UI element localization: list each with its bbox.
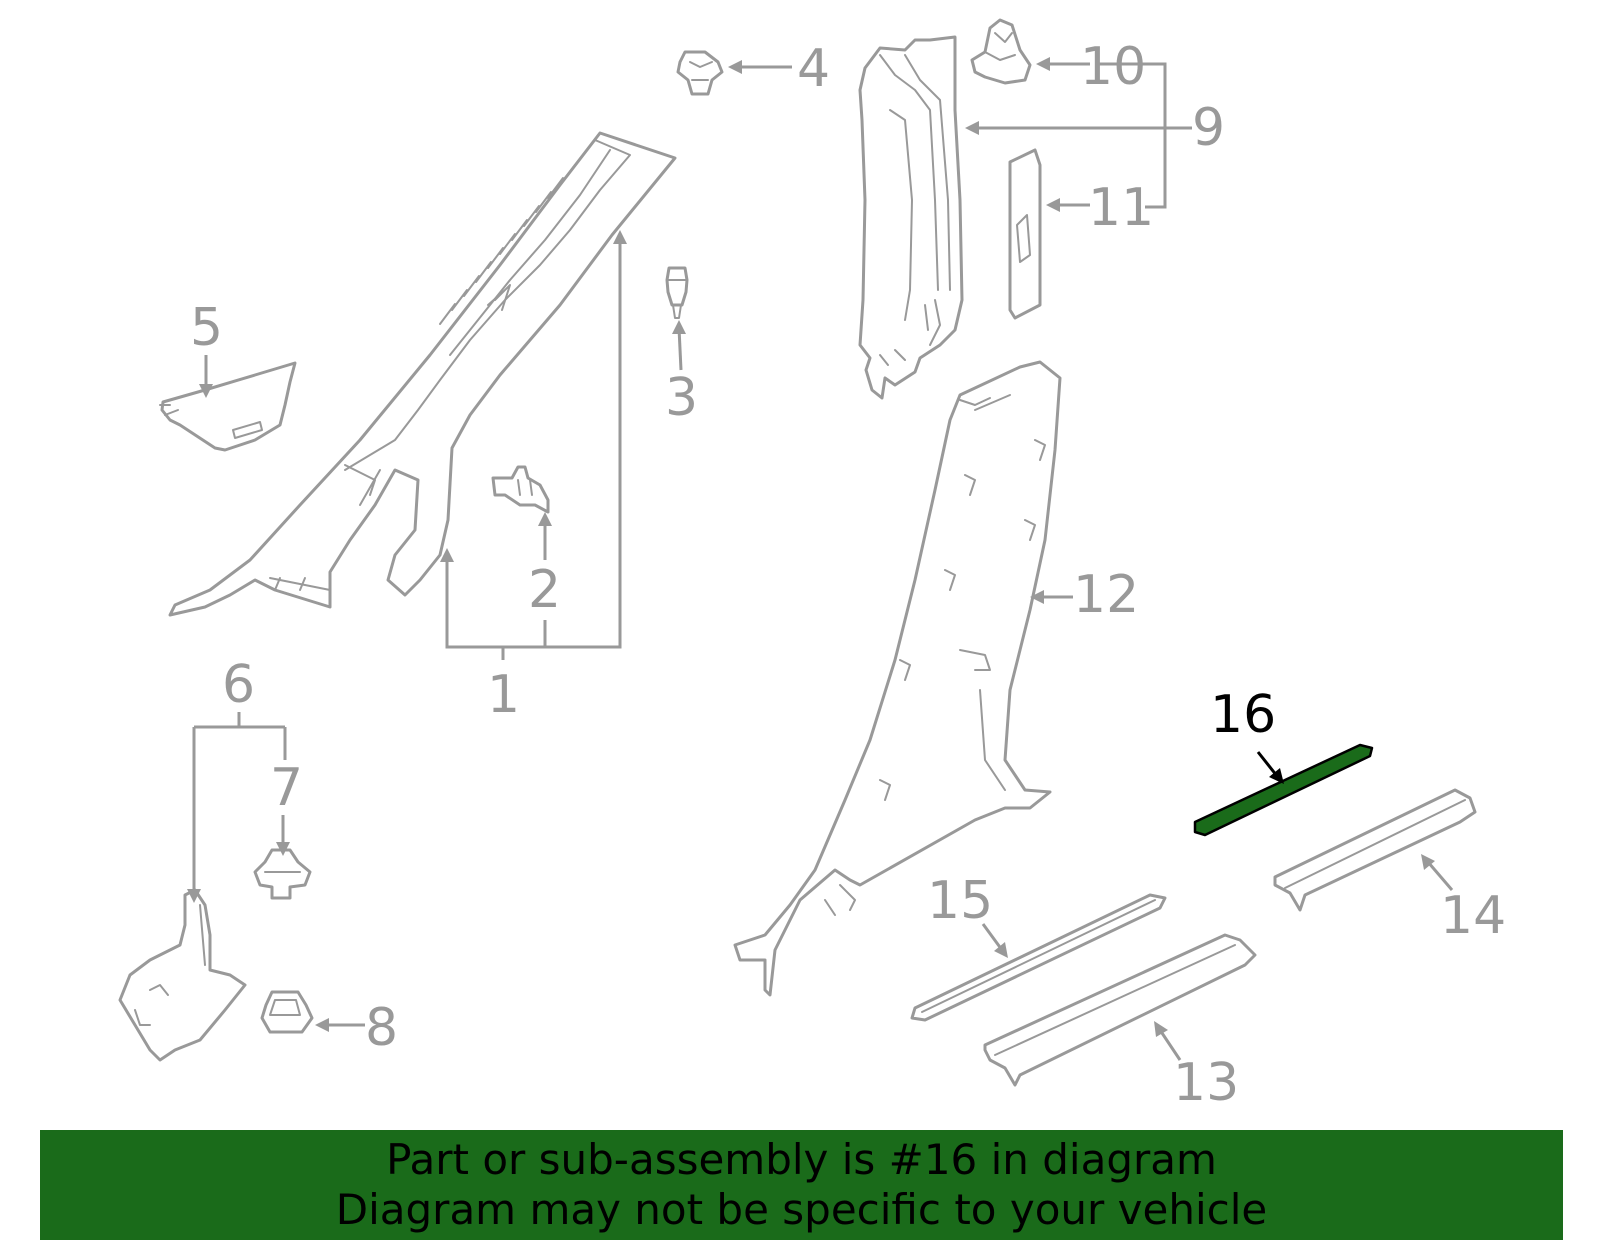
callout-3: 3 [665, 368, 698, 428]
callout-6: 6 [222, 655, 255, 715]
banner-line-part-number: Part or sub-assembly is #16 in diagram [386, 1135, 1217, 1184]
part-8-nut [260, 990, 314, 1034]
part-16-scuff-strip-highlighted [1193, 743, 1374, 837]
part-13-sill-plate [983, 933, 1257, 1087]
callout-15: 15 [927, 871, 993, 931]
part-7-clip [253, 848, 312, 900]
callout-4: 4 [797, 39, 830, 99]
callout-2: 2 [528, 560, 561, 620]
info-banner: Part or sub-assembly is #16 in diagram D… [40, 1130, 1563, 1240]
callout-14: 14 [1440, 886, 1506, 946]
part-15-scuff-strip [910, 893, 1167, 1022]
part-14-rear-sill-plate [1273, 788, 1477, 912]
callout-5: 5 [190, 298, 223, 358]
part-11-strip [1008, 148, 1042, 320]
callout-7: 7 [270, 758, 303, 818]
callout-12: 12 [1073, 565, 1139, 625]
leader-lines [187, 57, 1454, 1061]
part-5-cover [159, 361, 297, 452]
callout-1: 1 [487, 665, 520, 725]
part-12-b-pillar-lower-trim [733, 360, 1062, 997]
callout-9: 9 [1192, 98, 1225, 158]
part-2-clip-bracket [491, 465, 550, 514]
callout-10: 10 [1080, 37, 1146, 97]
part-4-clip [676, 50, 724, 96]
callout-16: 16 [1210, 685, 1276, 745]
part-6-lower-cover [118, 888, 247, 1062]
callout-11: 11 [1088, 178, 1154, 238]
callout-8: 8 [365, 998, 398, 1058]
callout-labels: 1 2 3 4 5 6 7 8 9 10 11 12 13 14 15 16 [190, 37, 1506, 1113]
callout-13: 13 [1173, 1053, 1239, 1113]
part-1-a-pillar-trim [168, 131, 677, 617]
part-9-b-pillar-upper-trim [858, 35, 964, 400]
part-3-push-pin [665, 266, 689, 319]
banner-line-disclaimer: Diagram may not be specific to your vehi… [335, 1185, 1268, 1234]
part-10-clip [970, 18, 1032, 85]
